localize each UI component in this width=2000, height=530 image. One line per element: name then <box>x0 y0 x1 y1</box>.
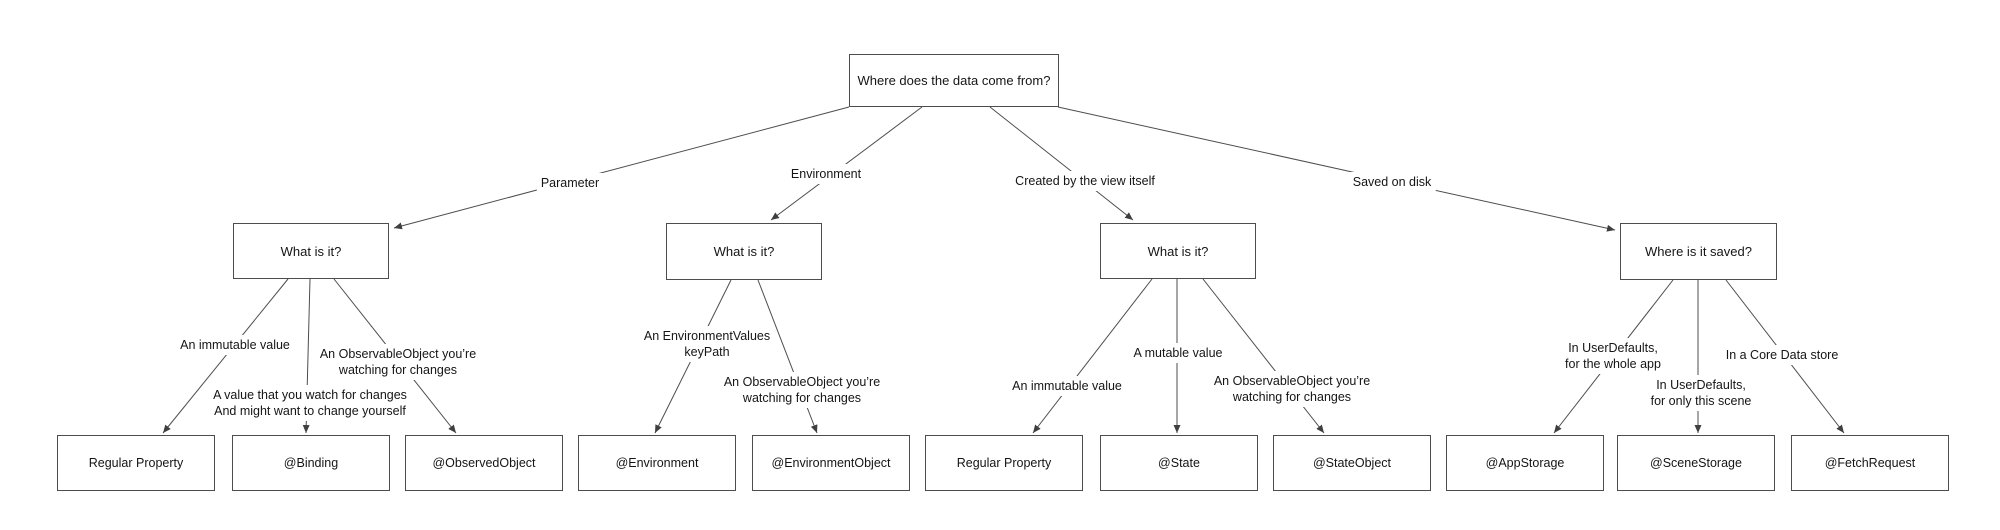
node-environment: @Environment <box>578 435 736 491</box>
edge-param-regular <box>162 278 289 434</box>
node-app-storage: @AppStorage <box>1446 435 1604 491</box>
node-label: @EnvironmentObject <box>771 456 891 470</box>
node-label: @SceneStorage <box>1650 456 1742 470</box>
node-label: What is it? <box>280 243 342 259</box>
node-label: What is it? <box>713 244 775 259</box>
edge-label-userdefaults-whole-app: In UserDefaults, for the whole app <box>1561 338 1665 374</box>
edge-label-parameter: Parameter <box>536 173 604 193</box>
node-observed-object: @ObservedObject <box>405 435 563 491</box>
node-root-label: Where does the data come from? <box>857 73 1051 88</box>
node-label: @StateObject <box>1312 456 1391 470</box>
edge-root-parameter <box>393 106 850 230</box>
node-regular-property-parameter: Regular Property <box>57 435 215 491</box>
node-label: Regular Property <box>956 456 1052 470</box>
node-state-object: @StateObject <box>1273 435 1431 491</box>
edge-label-observable-view: An ObservableObject you’re watching for … <box>1209 371 1375 407</box>
node-label: @FetchRequest <box>1824 456 1916 470</box>
node-label: @ObservedObject <box>432 456 536 470</box>
edge-view-regular <box>1032 278 1153 434</box>
node-fetch-request: @FetchRequest <box>1791 435 1949 491</box>
node-scene-storage: @SceneStorage <box>1617 435 1775 491</box>
node-label: @Binding <box>283 456 339 470</box>
node-root: Where does the data come from? <box>849 54 1059 107</box>
edge-label-observable-parameter: An ObservableObject you’re watching for … <box>315 344 481 380</box>
node-binding: @Binding <box>232 435 390 491</box>
node-label: Where is it saved? <box>1645 244 1752 259</box>
node-what-is-it-view: What is it? <box>1100 223 1256 279</box>
edge-label-mutable-value: A mutable value <box>1129 343 1227 363</box>
edge-root-view <box>989 106 1134 221</box>
node-where-is-it-saved: Where is it saved? <box>1620 223 1777 280</box>
edge-label-core-data-store: In a Core Data store <box>1721 345 1843 365</box>
node-label: What is it? <box>1147 243 1209 259</box>
edge-label-created-by-view: Created by the view itself <box>1011 171 1159 191</box>
edge-label-saved-on-disk: Saved on disk <box>1348 172 1436 192</box>
node-what-is-it-parameter: What is it? <box>233 223 389 279</box>
node-label: @State <box>1158 456 1200 470</box>
edge-label-immutable-parameter: An immutable value <box>176 335 294 355</box>
edge-label-watch-for-changes: A value that you watch for changes And m… <box>209 385 411 421</box>
node-label: @AppStorage <box>1485 456 1565 470</box>
edge-root-environment <box>770 106 923 221</box>
node-what-is-it-environment: What is it? <box>666 223 822 280</box>
node-environment-object: @EnvironmentObject <box>752 435 910 491</box>
edge-label-environmentvalues-keypath: An EnvironmentValues keyPath <box>639 326 775 362</box>
edge-label-environment: Environment <box>786 164 866 184</box>
edge-label-observable-environment: An ObservableObject you’re watching for … <box>719 372 885 408</box>
edge-root-disk <box>1057 106 1616 232</box>
node-label: @Environment <box>615 456 699 470</box>
node-label: Regular Property <box>88 456 184 470</box>
edge-label-immutable-view: An immutable value <box>1008 376 1126 396</box>
edge-label-userdefaults-this-scene: In UserDefaults, for only this scene <box>1646 375 1756 411</box>
node-state: @State <box>1100 435 1258 491</box>
node-regular-property-view: Regular Property <box>925 435 1083 491</box>
edge-view-stateobject <box>1202 278 1325 434</box>
